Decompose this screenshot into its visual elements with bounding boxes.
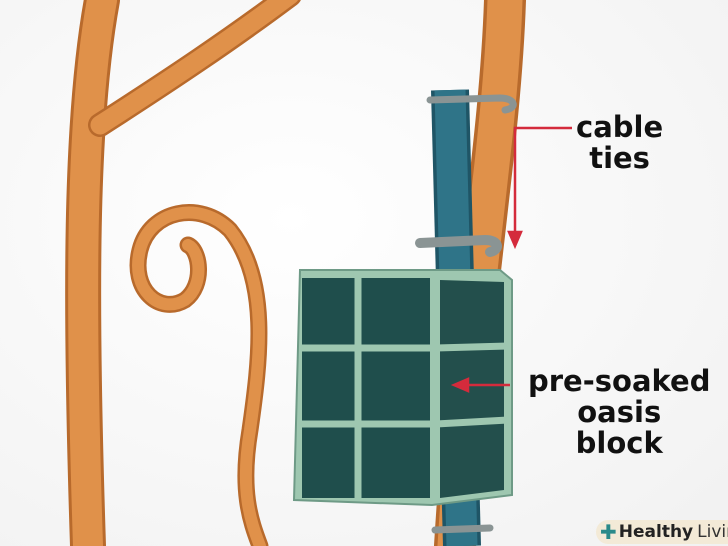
label-line: ties xyxy=(589,141,650,175)
oasis-block-front xyxy=(302,278,430,498)
diagonal-brace-fill xyxy=(90,0,299,135)
label-cable-ties: cable ties xyxy=(576,112,663,174)
left-pole-fill xyxy=(68,0,117,546)
label-line: pre-soaked xyxy=(528,364,711,398)
label-line: oasis xyxy=(577,395,662,429)
arrow-oasis-block xyxy=(450,377,510,393)
cable-tie-top xyxy=(426,94,517,114)
label-oasis-block: pre-soaked oasis block xyxy=(528,366,710,459)
watermark-light: Living xyxy=(697,522,728,542)
label-line: block xyxy=(575,426,663,460)
cable-tie-bottom xyxy=(415,234,502,257)
plus-leaf-icon: ✚ xyxy=(600,520,617,544)
healthy-living-watermark: ✚ Healthy Living xyxy=(596,520,728,544)
arrow-cable-ties xyxy=(507,126,572,250)
oasis-block-cage xyxy=(292,269,513,507)
cage-bars xyxy=(300,272,509,503)
label-line: cable xyxy=(576,110,664,144)
watermark-bold: Healthy xyxy=(618,522,694,542)
scroll-curl-fill xyxy=(132,206,266,546)
cable-tie-lower xyxy=(431,524,494,534)
oasis-block-side xyxy=(440,280,504,498)
